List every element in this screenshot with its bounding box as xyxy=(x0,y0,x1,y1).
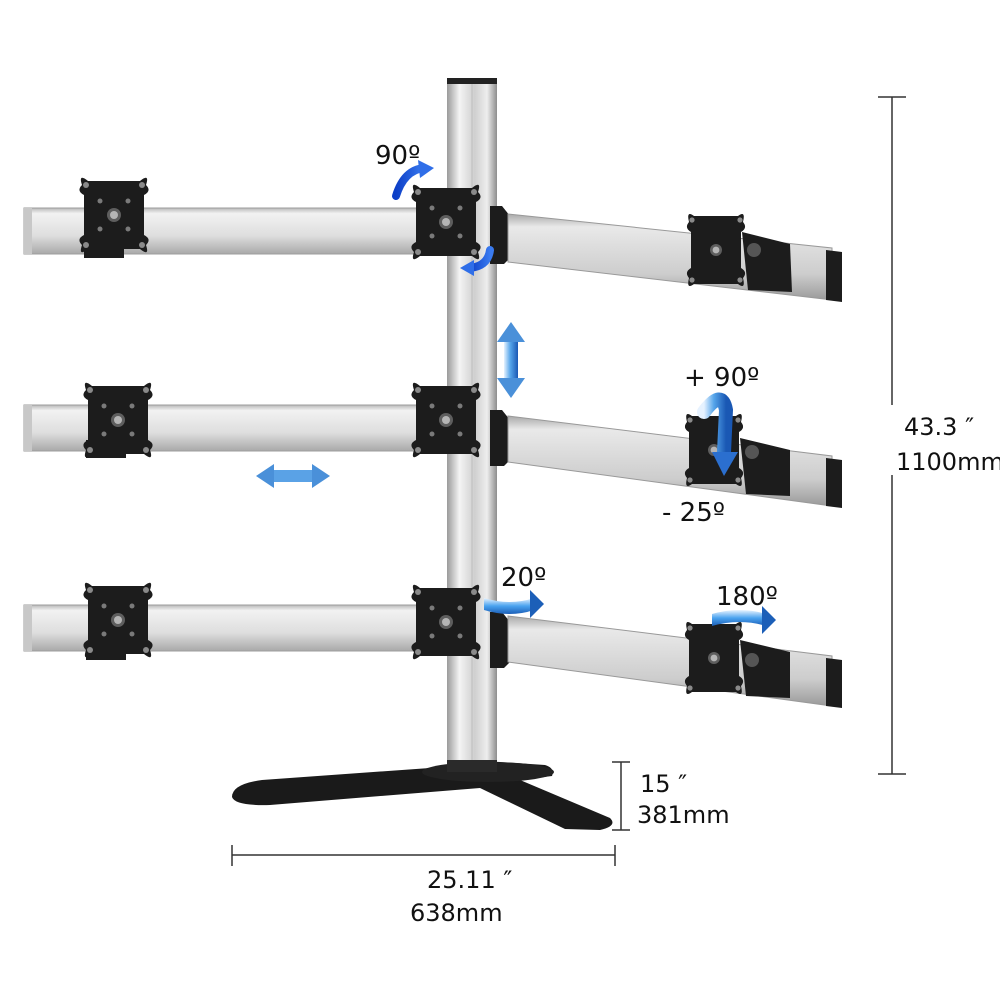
base-depth-mm-label: 381mm xyxy=(637,801,730,829)
right-arm-middle xyxy=(490,410,842,508)
height-dimension-line xyxy=(878,96,906,775)
pole-plate-top xyxy=(411,184,481,260)
left-arm-top xyxy=(23,177,453,258)
right-arm-top xyxy=(490,206,842,302)
swivel-top-label: 90º xyxy=(375,141,421,171)
swivel-middle-label: 20º xyxy=(501,563,547,593)
base-width-dimension-line xyxy=(231,845,616,866)
depth-adjust-arrow xyxy=(256,464,330,488)
right-arm-bottom xyxy=(490,612,842,708)
rotate-label: 180º xyxy=(716,582,778,612)
swivel-arrow-top xyxy=(392,160,494,276)
base-depth-dimension-line xyxy=(612,761,630,831)
left-arm-middle xyxy=(23,382,453,458)
tilt-arrow xyxy=(697,392,738,476)
pole-plate-middle xyxy=(411,382,481,458)
height-mm-label: 1100mm xyxy=(896,448,1000,476)
base-width-inches-label: 25.11 ″ xyxy=(427,866,513,894)
pole-plate-bottom xyxy=(411,584,481,660)
rotate-arrow xyxy=(712,606,776,634)
base-width-mm-label: 638mm xyxy=(410,899,503,927)
height-inches-label: 43.3 ″ xyxy=(904,413,975,441)
left-arm-bottom xyxy=(23,582,453,660)
height-adjust-arrow xyxy=(497,322,525,398)
tilt-down-label: - 25º xyxy=(662,498,725,528)
tilt-up-label: + 90º xyxy=(684,363,760,393)
swivel-arrow-middle xyxy=(484,590,544,618)
base-foot xyxy=(232,752,613,830)
base-depth-inches-label: 15 ″ xyxy=(640,770,688,798)
